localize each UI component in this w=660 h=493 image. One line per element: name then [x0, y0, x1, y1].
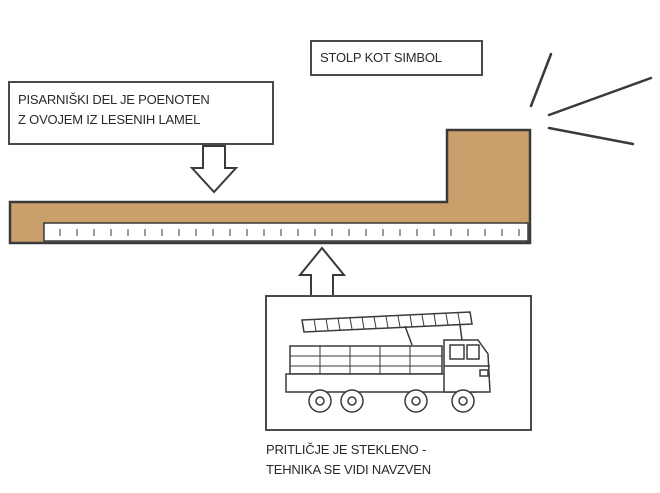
glass-ground-floor [43, 222, 529, 242]
office-part-line-1: PISARNIŠKI DEL JE POENOTEN [18, 92, 210, 107]
fire-truck-icon [285, 311, 491, 413]
office-part-label: PISARNIŠKI DEL JE POENOTEN Z OVOJEM IZ L… [8, 81, 274, 145]
building-wood-envelope [8, 128, 532, 245]
column-symbol-text: STOLP KOT SIMBOL [320, 50, 442, 65]
column-symbol-label: STOLP KOT SIMBOL [310, 40, 483, 76]
ground-floor-line-1: PRITLIČJE JE STEKLENO - [266, 442, 427, 457]
office-part-line-2: Z OVOJEM IZ LESENIH LAMEL [18, 112, 201, 127]
down-arrow-icon [189, 145, 239, 194]
ground-floor-line-2: TEHNIKA SE VIDI NAVZVEN [266, 462, 431, 477]
glass-panel-dividers [59, 229, 520, 236]
up-arrow-icon [297, 246, 347, 299]
ray-lines-icon [529, 52, 653, 146]
ground-floor-caption: PRITLIČJE JE STEKLENO - TEHNIKA SE VIDI … [266, 440, 526, 480]
